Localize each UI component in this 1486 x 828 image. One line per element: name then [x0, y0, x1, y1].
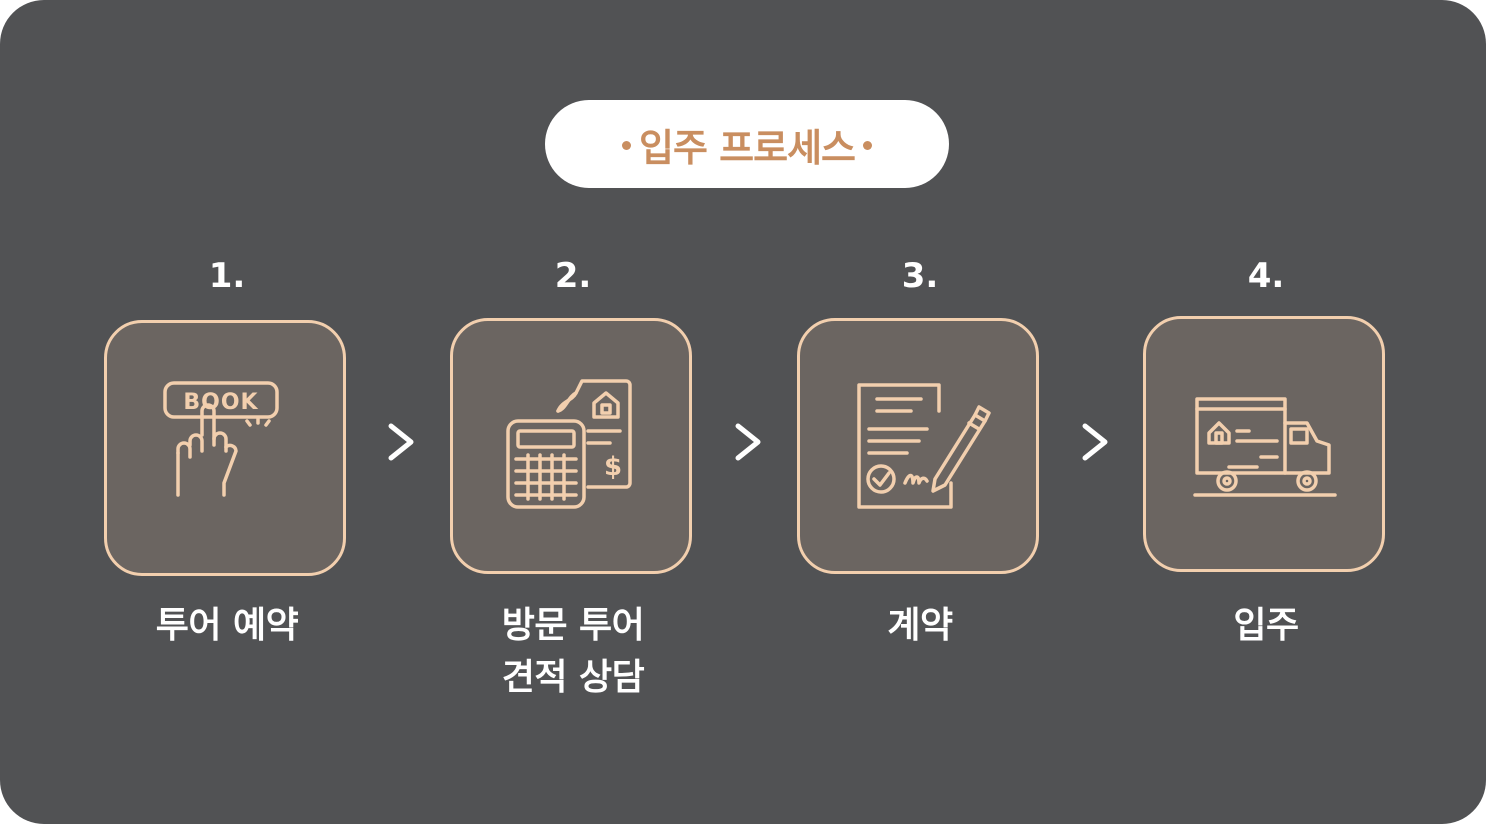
- step-2-box: $: [450, 318, 692, 574]
- moving-truck-icon: [1193, 397, 1337, 497]
- step-1-label: 투어 예약: [155, 605, 299, 646]
- step-1-box: BOOK: [104, 320, 346, 576]
- step-3-number: 3.: [901, 256, 939, 296]
- book-click-icon: BOOK: [163, 381, 279, 497]
- chevron-right-icon: [388, 423, 414, 461]
- step-2-label-line2: 견적 상담: [501, 657, 645, 698]
- step-2-label: 방문 투어 견적 상담: [443, 600, 703, 704]
- invoice-dollar-text: $: [604, 452, 622, 482]
- contract-sign-icon: [857, 383, 991, 509]
- step-4-label: 입주: [1233, 605, 1299, 646]
- step-4-number: 4.: [1247, 256, 1285, 296]
- title-pill: 입주 프로세스: [545, 100, 949, 188]
- step-3-label: 계약: [887, 605, 953, 646]
- step-3-box: [797, 318, 1039, 574]
- step-2-label-line1: 방문 투어: [501, 605, 645, 646]
- title-dot-left: [622, 140, 631, 150]
- step-4-box: [1143, 316, 1385, 572]
- step-1-number: 1.: [208, 256, 246, 296]
- page-title: 입주 프로세스: [639, 125, 856, 170]
- calculator-invoice-icon: $: [506, 379, 632, 509]
- book-icon-text: BOOK: [183, 390, 258, 415]
- title-dot-right: [863, 140, 872, 150]
- step-2-number: 2.: [554, 256, 592, 296]
- chevron-right-icon: [735, 423, 761, 461]
- chevron-right-icon: [1082, 423, 1108, 461]
